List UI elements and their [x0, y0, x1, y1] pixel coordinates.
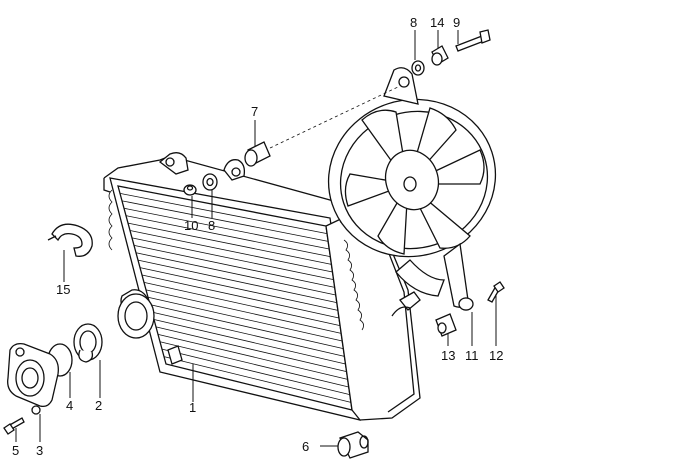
radiator-fin-line: [143, 282, 341, 327]
radiator-fin-line: [161, 348, 350, 396]
label-part-14: 14: [430, 15, 444, 30]
label-part-1: 1: [189, 400, 196, 415]
radiator-fin-line: [133, 244, 335, 288]
radiator-fin-line: [163, 356, 352, 403]
fan-assembly: [327, 67, 497, 311]
radiator-fin-line: [149, 304, 344, 350]
leader-lines: [15, 30, 497, 447]
label-part-7: 7: [251, 104, 258, 119]
radiator-fin-line: [121, 200, 329, 242]
radiator-fins: [119, 193, 352, 403]
screw-5: [3, 417, 25, 435]
radiator-fin-line: [145, 289, 342, 334]
radiator-fin-line: [135, 252, 336, 296]
hose-clip-15: [47, 223, 93, 257]
radiator: [103, 152, 421, 421]
part-labels: 1 2 3 4 5 6 7 8 8 9 10 11 12 13 14 15: [12, 15, 503, 458]
radiator-fin-line: [147, 296, 343, 342]
radiator-fin-line: [159, 341, 349, 388]
bolt-12: [487, 281, 505, 303]
radiator-fin-line: [123, 207, 330, 250]
label-part-12: 12: [489, 348, 503, 363]
rubber-bush-7: [244, 141, 271, 167]
label-part-8-middle: 8: [208, 218, 215, 233]
radiator-fin-line: [153, 319, 346, 365]
label-part-3: 3: [36, 443, 43, 458]
radiator-fin-line: [151, 311, 345, 357]
radiator-fin-line: [127, 222, 332, 265]
washer-8-top: [411, 60, 425, 76]
radiator-fin-line: [119, 193, 328, 235]
thermostat-housing-3: [7, 342, 59, 415]
label-part-15: 15: [56, 282, 70, 297]
nut-10: [183, 184, 197, 196]
washer-8-middle: [202, 173, 218, 191]
radiator-fin-line: [155, 326, 347, 373]
rubber-mount-6: [337, 431, 369, 459]
radiator-fin-line: [137, 259, 337, 304]
radiator-fin-line: [125, 215, 331, 258]
label-part-8-top: 8: [410, 15, 417, 30]
radiator-fin-line: [141, 274, 340, 319]
label-part-9: 9: [453, 15, 460, 30]
radiator-fin-line: [131, 237, 334, 281]
label-part-2: 2: [95, 398, 102, 413]
grommet-11: [458, 297, 474, 311]
sleeve-14: [431, 45, 449, 66]
thermostat-2: [73, 323, 103, 363]
radiator-fin-line: [157, 333, 348, 380]
label-part-4: 4: [66, 398, 73, 413]
bolt-9: [455, 29, 491, 52]
label-part-5: 5: [12, 443, 19, 458]
label-part-6: 6: [302, 439, 309, 454]
radiator-fin-line: [129, 230, 333, 273]
label-part-11: 11: [465, 348, 479, 363]
radiator-fin-line: [139, 267, 339, 311]
label-part-10: 10: [184, 218, 198, 233]
label-part-13: 13: [441, 348, 455, 363]
temperature-switch-13: [435, 313, 457, 337]
